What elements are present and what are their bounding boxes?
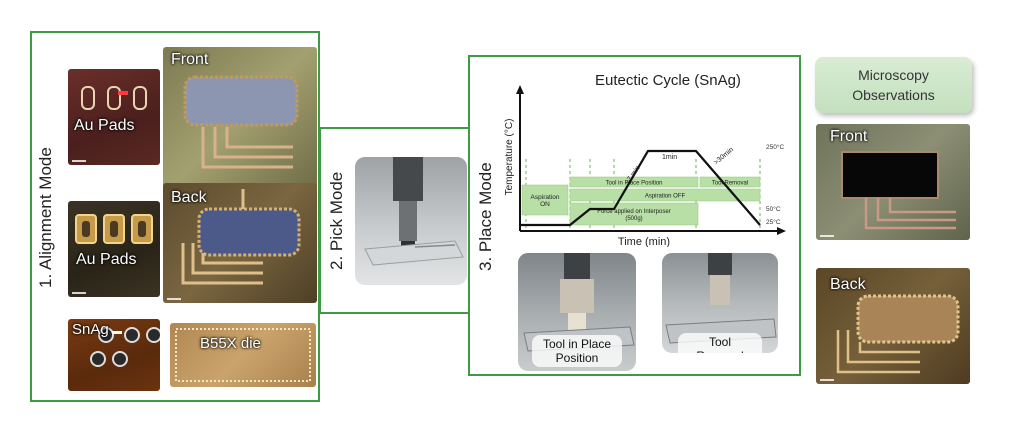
- phase-label-0-line-1: ON: [540, 201, 550, 208]
- snag-graphic: [90, 327, 160, 367]
- chart-title: Eutectic Cycle (SnAg): [595, 72, 741, 89]
- microscopy-title-box: Microscopy Observations: [815, 57, 972, 113]
- y-tick-label-1: 50°C: [766, 205, 781, 213]
- phase-label-2: Tool Removal: [712, 181, 748, 187]
- microscopy-back-label: Back: [830, 276, 866, 293]
- tool-removal-caption: Tool Removal: [678, 333, 762, 353]
- microscopy-front-label: Front: [830, 128, 868, 145]
- y-axis-arrow: [516, 85, 524, 94]
- snag-label: SnAg: [72, 321, 109, 338]
- b55x-die-label: B55X die: [200, 335, 261, 352]
- y-axis-label: Temperature (°C): [504, 119, 515, 196]
- phase-box-3: [569, 188, 761, 202]
- au-pads-label-1: Au Pads: [74, 117, 135, 134]
- alignment-mode-panel: 1. Alignment Mode Au Pads Front Au Pa: [30, 31, 320, 402]
- chart-axes: [516, 85, 786, 235]
- y-tick-label-0: 250°C: [766, 143, 784, 151]
- tool-in-place-photo: Tool in Place Position: [518, 253, 636, 371]
- scale-bar: [820, 379, 834, 381]
- scale-bar: [72, 160, 86, 162]
- phase-label-3: Aspiration OFF: [645, 194, 686, 200]
- front-label: Front: [171, 51, 209, 68]
- au-pads-label-2: Au Pads: [76, 251, 137, 268]
- chart-y-ticks: 250°C 50°C 25°C: [766, 143, 784, 226]
- microscopy-title: Microscopy Observations: [852, 67, 935, 103]
- place-mode-panel: 3. Place Mode Eutectic Cycle (SnAg) Aspi…: [468, 55, 801, 376]
- x-axis-label: Time (min): [618, 236, 670, 247]
- b55x-die-graphic: [175, 328, 311, 382]
- scale-bar: [820, 235, 834, 237]
- scale-bar: [72, 292, 86, 294]
- pick-mode-label: 2. Pick Mode: [327, 171, 346, 271]
- phase-box-2: [699, 176, 761, 188]
- back-die-graphic: [181, 189, 301, 285]
- tool-removal-photo: Tool Removal: [662, 253, 778, 353]
- front-die-photo: Front: [163, 47, 317, 189]
- au-pads-photo-1: Au Pads: [68, 69, 160, 165]
- pick-tool-graphic: [364, 157, 464, 266]
- segment-annotation-2: >30min: [713, 146, 735, 166]
- scale-bar: [167, 298, 181, 300]
- au-pads-2-graphic: [75, 214, 153, 244]
- microscopy-front-graphic: [841, 151, 956, 230]
- phase-label-4-line-1: (500g): [625, 216, 642, 222]
- x-axis-arrow: [777, 227, 786, 235]
- phase-label-0-line-0: Aspiration: [531, 194, 560, 201]
- phase-label-4-line-0: Force applied on Interposer: [597, 209, 670, 215]
- front-die-graphic: [183, 75, 299, 169]
- segment-annotation-1: 1min: [662, 154, 677, 161]
- microscopy-back-graphic: [836, 294, 960, 374]
- alignment-mode-label: 1. Alignment Mode: [36, 147, 55, 289]
- y-tick-label-2: 25°C: [766, 218, 781, 226]
- microscopy-front-photo: Front: [816, 124, 970, 240]
- phase-box-0: [521, 184, 569, 216]
- temperature-curve: [520, 149, 761, 227]
- place-mode-label: 3. Place Mode: [476, 162, 495, 272]
- pick-mode-photo: [355, 157, 467, 285]
- microscopy-back-photo: Back: [816, 268, 970, 384]
- pick-mode-panel: 2. Pick Mode: [319, 127, 470, 314]
- au-pads-1-graphic: [81, 86, 147, 110]
- back-die-photo: Back: [163, 183, 317, 303]
- snag-photo: SnAg: [68, 319, 160, 391]
- tool-in-place-caption: Tool in Place Position: [532, 335, 622, 367]
- phase-label-1: Tool in Place Position: [605, 181, 662, 187]
- b55x-die-photo: B55X die: [170, 323, 316, 387]
- back-label: Back: [171, 189, 207, 206]
- au-pads-photo-2: Au Pads: [68, 201, 160, 297]
